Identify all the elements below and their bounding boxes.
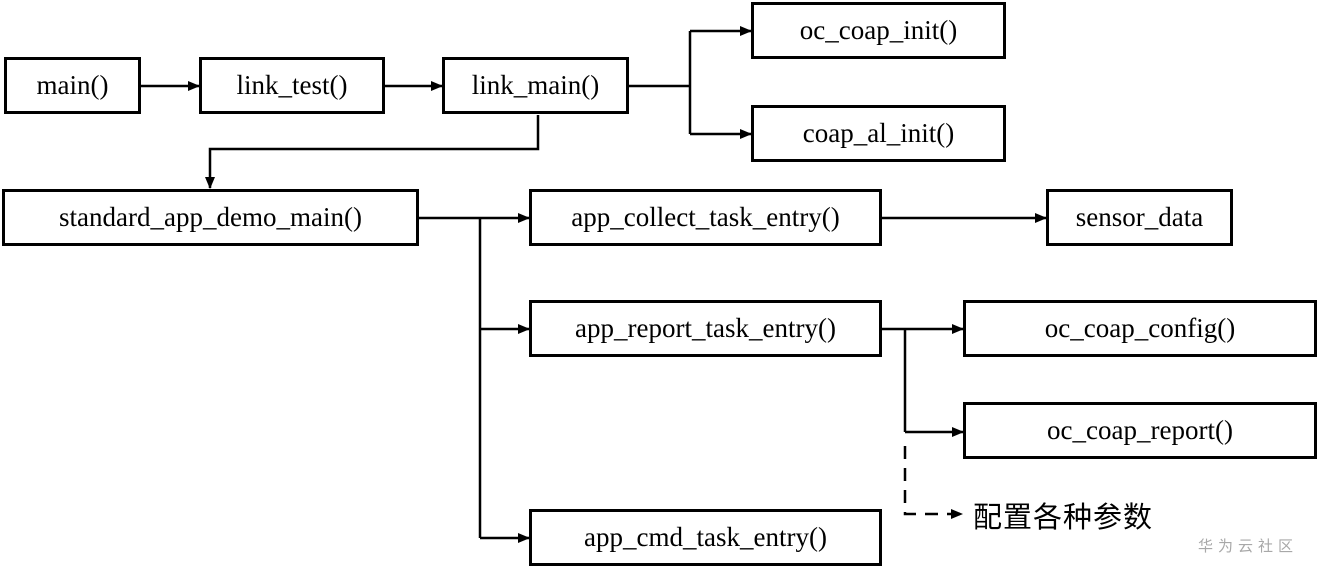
node-oc-coap-report: oc_coap_report() — [963, 402, 1317, 459]
watermark: 华为云社区 — [1198, 537, 1299, 555]
node-coap-al-init: coap_al_init() — [751, 105, 1006, 162]
node-oc-coap-config: oc_coap_config() — [963, 300, 1317, 357]
annotation-configure-params: 配置各种参数 — [973, 500, 1154, 534]
node-standard-app-demo-main: standard_app_demo_main() — [2, 189, 419, 246]
node-main: main() — [4, 57, 141, 114]
node-link-test: link_test() — [199, 57, 385, 114]
edge-dashed-annotation — [903, 446, 963, 519]
node-app-cmd-task-entry: app_cmd_task_entry() — [529, 509, 882, 566]
node-app-collect-task-entry: app_collect_task_entry() — [529, 189, 882, 246]
node-oc-coap-init: oc_coap_init() — [751, 2, 1006, 59]
node-link-main: link_main() — [442, 57, 629, 114]
edge-link-main-to-standard — [205, 115, 540, 189]
node-app-report-task-entry: app_report_task_entry() — [529, 300, 882, 357]
node-sensor-data: sensor_data — [1046, 189, 1233, 246]
